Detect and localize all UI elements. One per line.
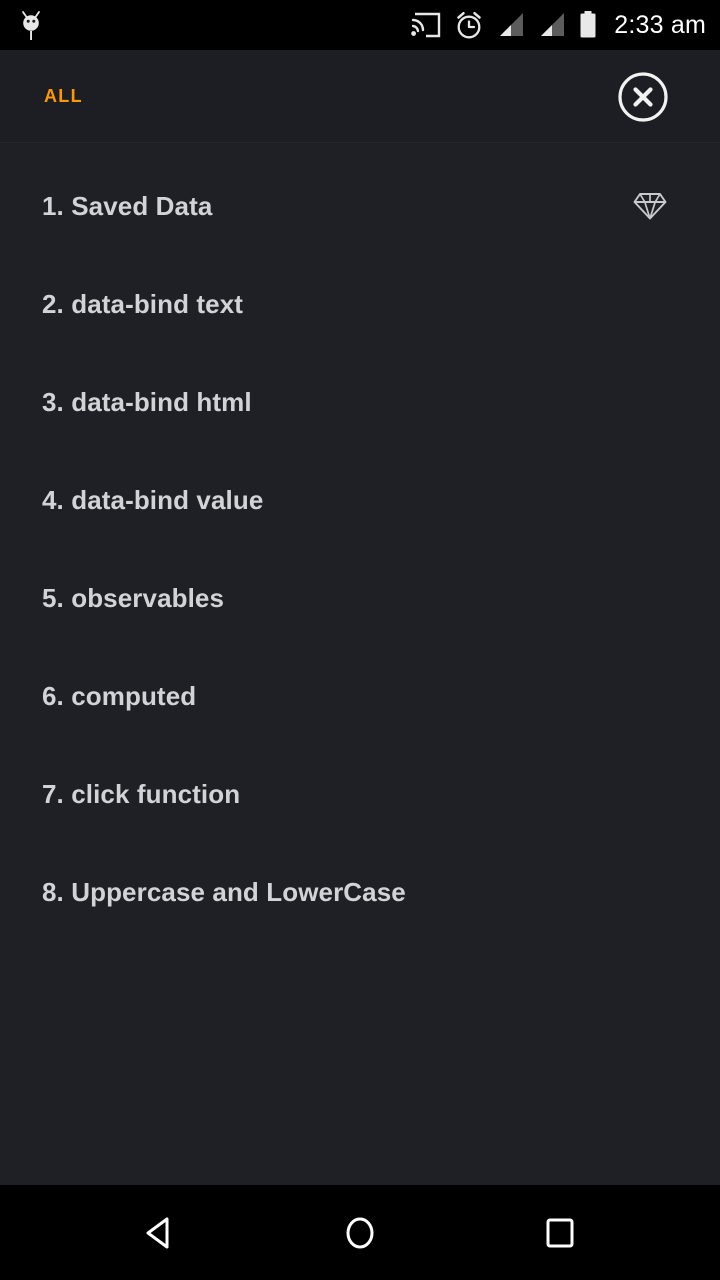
list-item-label: 5. observables <box>42 582 225 613</box>
cast-icon <box>411 12 441 38</box>
recents-square-icon <box>546 1218 574 1247</box>
status-bar-notifications <box>18 8 44 42</box>
list-item[interactable]: 1. Saved Data <box>0 157 720 255</box>
close-button[interactable] <box>616 70 670 124</box>
list-item-label: 6. computed <box>42 680 197 711</box>
list-item-label: 7. click function <box>42 778 241 809</box>
battery-icon <box>579 11 597 39</box>
list-item-label: 2. data-bind text <box>42 288 244 319</box>
app-header: ALL <box>0 50 720 143</box>
list-item[interactable]: 8. Uppercase and LowerCase <box>0 843 720 941</box>
status-bar-system-icons: 2:33 am <box>411 10 706 40</box>
nav-back-button[interactable] <box>120 1193 200 1273</box>
list-item[interactable]: 5. observables <box>0 549 720 647</box>
diamond-icon[interactable] <box>630 186 670 226</box>
diamond-icon <box>633 193 667 220</box>
list-item[interactable]: 3. data-bind html <box>0 353 720 451</box>
list-item[interactable]: 6. computed <box>0 647 720 745</box>
alarm-icon <box>454 10 484 40</box>
nav-home-button[interactable] <box>320 1193 400 1273</box>
list-item[interactable]: 2. data-bind text <box>0 255 720 353</box>
list-item-label: 4. data-bind value <box>42 484 264 515</box>
tab-all[interactable]: ALL <box>42 80 85 113</box>
android-bugdroid-icon <box>18 8 44 42</box>
signal-icon <box>497 12 525 38</box>
list-item[interactable]: 4. data-bind value <box>0 451 720 549</box>
android-navigation-bar <box>0 1185 720 1280</box>
home-circle-icon <box>346 1217 374 1248</box>
menu-list: 1. Saved Data 2. data-bind text 3. data-bi… <box>0 143 720 941</box>
content-area: 1. Saved Data 2. data-bind text 3. data-bi… <box>0 143 720 1185</box>
nav-recents-button[interactable] <box>520 1193 600 1273</box>
close-circle-icon <box>618 71 668 122</box>
status-bar: 2:33 am <box>0 0 720 50</box>
back-triangle-icon <box>146 1217 169 1248</box>
list-item-label: 1. Saved Data <box>42 190 213 221</box>
list-item-label: 8. Uppercase and LowerCase <box>42 876 406 907</box>
list-item[interactable]: 7. click function <box>0 745 720 843</box>
signal-icon <box>538 12 566 38</box>
status-bar-clock: 2:33 am <box>614 10 706 39</box>
list-item-label: 3. data-bind html <box>42 386 252 417</box>
